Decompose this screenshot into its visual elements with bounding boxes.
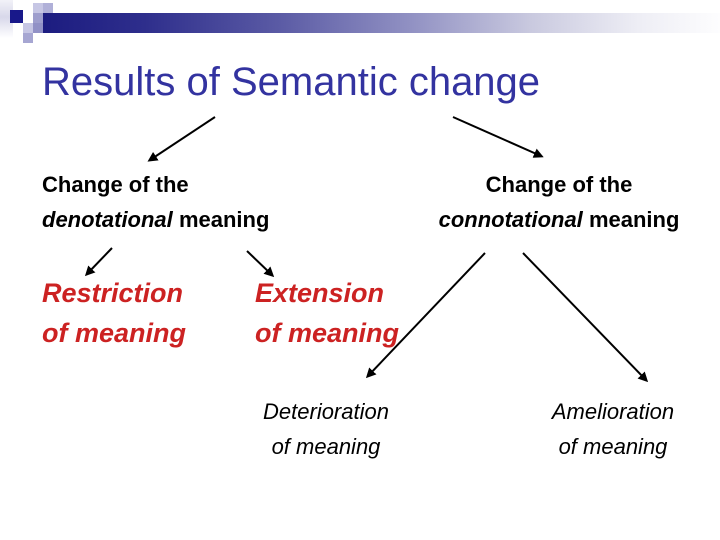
decorative-square [23, 23, 33, 33]
header-gradient-bar [43, 13, 720, 33]
arrow-denotational-to-extension [246, 250, 275, 278]
node-deterioration: Deterioration of meaning [245, 394, 407, 464]
decorative-square [33, 3, 43, 13]
plain-word: meaning [178, 207, 270, 232]
arrow-connotational-to-amelioration [522, 252, 649, 383]
node-line: of meaning [42, 318, 187, 348]
node-line: Change of the [42, 172, 189, 197]
decorative-square-navy [10, 10, 23, 23]
decorative-square [33, 13, 43, 23]
node-line: Change of the [485, 172, 633, 197]
decorative-square [43, 3, 53, 13]
italic-word: denotational [42, 207, 173, 232]
decorative-square [33, 23, 43, 33]
node-line: Deterioration [263, 399, 389, 424]
slide-title: Results of Semantic change [42, 60, 541, 104]
node-line: Amelioration [551, 399, 675, 424]
arrow-denotational-to-restriction [84, 247, 113, 277]
node-line: of meaning [255, 318, 400, 348]
arrow-title-to-denotational [147, 116, 216, 162]
decorative-square [23, 33, 33, 43]
arrow-title-to-connotational [452, 116, 544, 158]
plain-word: meaning [588, 207, 680, 232]
node-line: of meaning [558, 434, 668, 459]
node-line: Restriction [42, 278, 184, 308]
italic-word: connotational [438, 207, 583, 232]
header-left-strip [0, 0, 13, 38]
node-restriction: Restriction of meaning [42, 273, 242, 353]
node-line: Extension [255, 278, 385, 308]
node-line: of meaning [271, 434, 381, 459]
node-extension: Extension of meaning [255, 273, 455, 353]
node-amelioration: Amelioration of meaning [533, 394, 693, 464]
